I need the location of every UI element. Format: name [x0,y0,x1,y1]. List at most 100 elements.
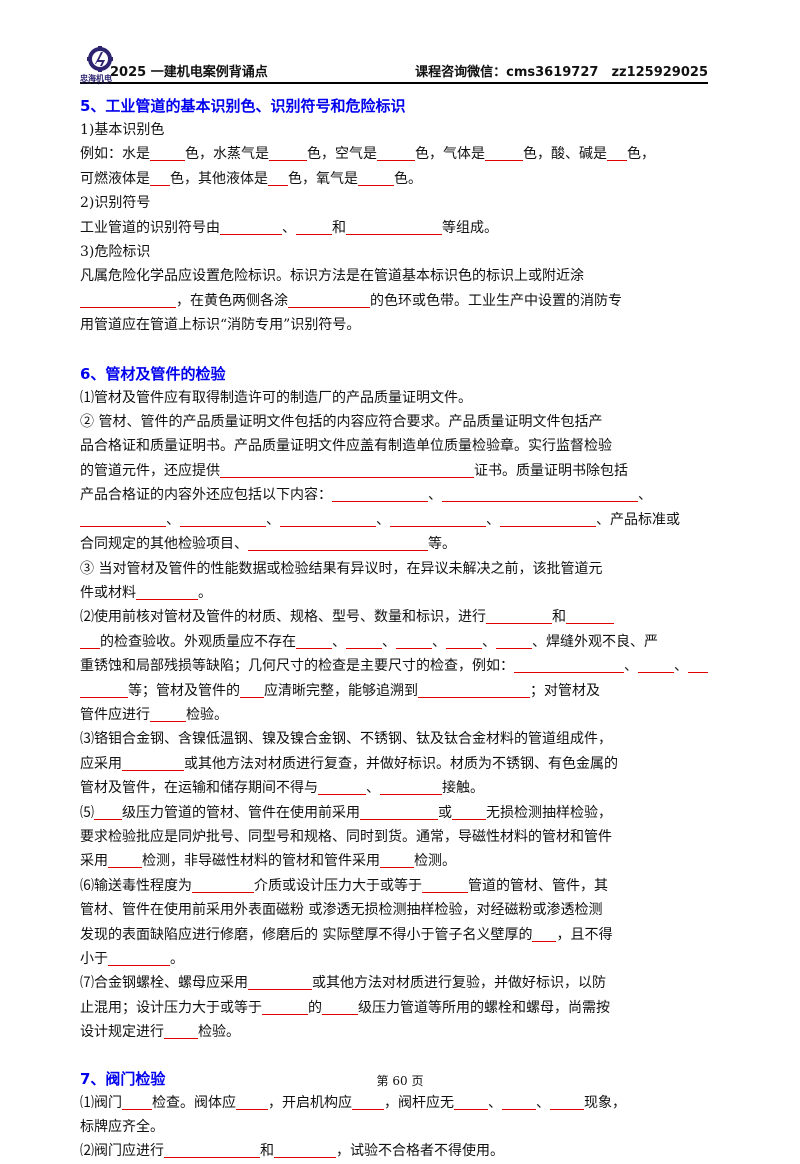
fill-in-blank[interactable] [240,682,264,698]
fill-in-blank[interactable] [486,608,552,625]
text-line: 标牌应齐全。 [80,1115,708,1139]
fill-in-blank[interactable] [122,1094,152,1110]
fill-in-blank[interactable] [322,999,358,1015]
fill-in-blank[interactable] [514,657,624,674]
text-line: 管件应进行检验。 [80,703,708,727]
fill-in-blank[interactable] [418,682,530,698]
fill-in-blank[interactable] [150,145,185,162]
fill-in-blank[interactable] [446,633,482,649]
fill-in-blank[interactable] [496,633,532,649]
fill-in-blank[interactable] [180,511,266,527]
fill-in-blank[interactable] [80,633,100,649]
fill-in-blank[interactable] [502,1094,536,1110]
fill-in-blank[interactable] [150,706,186,722]
fill-in-blank[interactable] [80,292,176,308]
fill-in-blank[interactable] [607,145,627,162]
text-segment: 接触。 [442,780,484,797]
text-segment: 例如：水是 [80,146,150,163]
fill-in-blank[interactable] [377,145,415,162]
text-segment: 小于 [80,951,108,967]
fill-in-blank[interactable] [380,852,414,869]
fill-in-blank[interactable] [248,974,312,991]
fill-in-blank[interactable] [136,584,198,600]
fill-in-blank[interactable] [280,511,376,527]
text-segment: 的 [308,999,322,1016]
text-line: 2)识别符号 [80,191,708,215]
fill-in-blank[interactable] [108,852,142,869]
fill-in-blank[interactable] [358,170,394,186]
fill-in-blank[interactable] [269,145,307,162]
page-header: 忠海机电 ZHONG HAI JI DIAN 2025 一建机电案例背诵点 课程… [80,46,708,85]
fill-in-blank[interactable] [396,633,432,649]
text-segment: 色，氧气是 [288,170,358,187]
fill-in-blank[interactable] [262,999,308,1015]
fill-in-blank[interactable] [390,511,486,527]
fill-in-blank[interactable] [352,1094,384,1110]
text-segment: 介质或设计压力大于或等于 [254,877,422,894]
fill-in-blank[interactable] [532,926,557,942]
text-segment: 的色环或色带。工业生产中设置的消防专 [370,292,622,309]
section-heading: 7、阀门检验 [80,1067,708,1091]
text-segment: 或其他方法对材质进行复查，并做好标识。材质为不锈钢、有色金属的 [184,755,618,772]
fill-in-blank[interactable] [566,608,614,625]
fill-in-blank[interactable] [268,170,288,186]
fill-in-blank[interactable] [346,633,382,649]
text-segment: 止混用；设计压力大于或等于 [80,999,262,1016]
text-segment: 。 [170,951,184,967]
fill-in-blank[interactable] [550,1094,584,1110]
text-segment: 可燃液体是 [80,170,150,187]
fill-in-blank[interactable] [288,292,370,308]
fill-in-blank[interactable] [236,1094,268,1110]
fill-in-blank[interactable] [296,219,332,235]
fill-in-blank[interactable] [688,657,708,674]
fill-in-blank[interactable] [360,804,438,820]
fill-in-blank[interactable] [346,219,442,235]
fill-in-blank[interactable] [94,804,122,820]
fill-in-blank[interactable] [332,486,428,503]
fill-in-blank[interactable] [380,779,442,796]
text-segment: 管材、管件在使用前采用外表面磁粉 或渗透无损检测抽样检验，对经磁粉或渗透检测 [80,902,603,919]
text-segment: 或其他方法对材质进行复验，并做好标识，以防 [312,975,606,992]
fill-in-blank[interactable] [452,804,486,820]
fill-in-blank[interactable] [296,633,332,649]
fill-in-blank[interactable] [122,755,184,771]
fill-in-blank[interactable] [150,170,170,186]
text-segment: 管材及管件，在运输和储存期间不得与 [80,780,318,797]
fill-in-blank[interactable] [80,682,128,698]
fill-in-blank[interactable] [108,950,170,966]
text-segment: 级压力管道等所用的螺栓和螺母，尚需按 [358,999,610,1016]
fill-in-blank[interactable] [422,877,468,893]
fill-in-blank[interactable] [274,1142,336,1159]
text-segment: 产品合格证的内容外还应包括以下内容： [80,487,332,504]
text-segment: 检测。 [414,853,456,870]
fill-in-blank[interactable] [164,1142,260,1159]
text-line: 例如：水是色，水蒸气是色，空气是色，气体是色，酸、碱是色， [80,142,708,166]
text-line: 合同规定的其他检验项目、等。 [80,532,708,556]
fill-in-blank[interactable] [248,535,428,552]
text-line: 、、、、、产品标准或 [80,508,708,532]
fill-in-blank[interactable] [220,219,282,235]
fill-in-blank[interactable] [80,511,166,527]
text-segment: 色，空气是 [307,146,377,163]
text-segment: 检验。 [198,1024,240,1041]
text-segment: 、焊缝外观不良、严 [532,633,658,650]
fill-in-blank[interactable] [500,511,596,527]
fill-in-blank[interactable] [442,486,638,503]
text-segment: 的检查验收。外观质量应不存在 [100,633,296,650]
text-line: 等；管材及管件的应清晰完整，能够追溯到；对管材及 [80,679,708,703]
text-segment: 3)危险标识 [80,244,151,261]
fill-in-blank[interactable] [220,462,474,478]
fill-in-blank[interactable] [192,877,254,893]
fill-in-blank[interactable] [454,1094,488,1110]
text-line: ⑶铬钼合金钢、含镍低温钢、镍及镍合金钢、不锈钢、钛及钛合金材料的管道组成件， [80,727,708,751]
fill-in-blank[interactable] [318,779,366,796]
fill-in-blank[interactable] [485,145,523,162]
fill-in-blank[interactable] [638,657,674,674]
fill-in-blank[interactable] [164,1023,198,1040]
text-segment: 色，水蒸气是 [185,146,269,163]
text-line: 用管道应在管道上标识“消防专用”识别符号。 [80,313,708,337]
header-title: 2025 一建机电案例背诵点 [110,65,268,80]
text-segment: ⑸ [80,804,94,821]
text-segment: 、 [432,633,446,650]
